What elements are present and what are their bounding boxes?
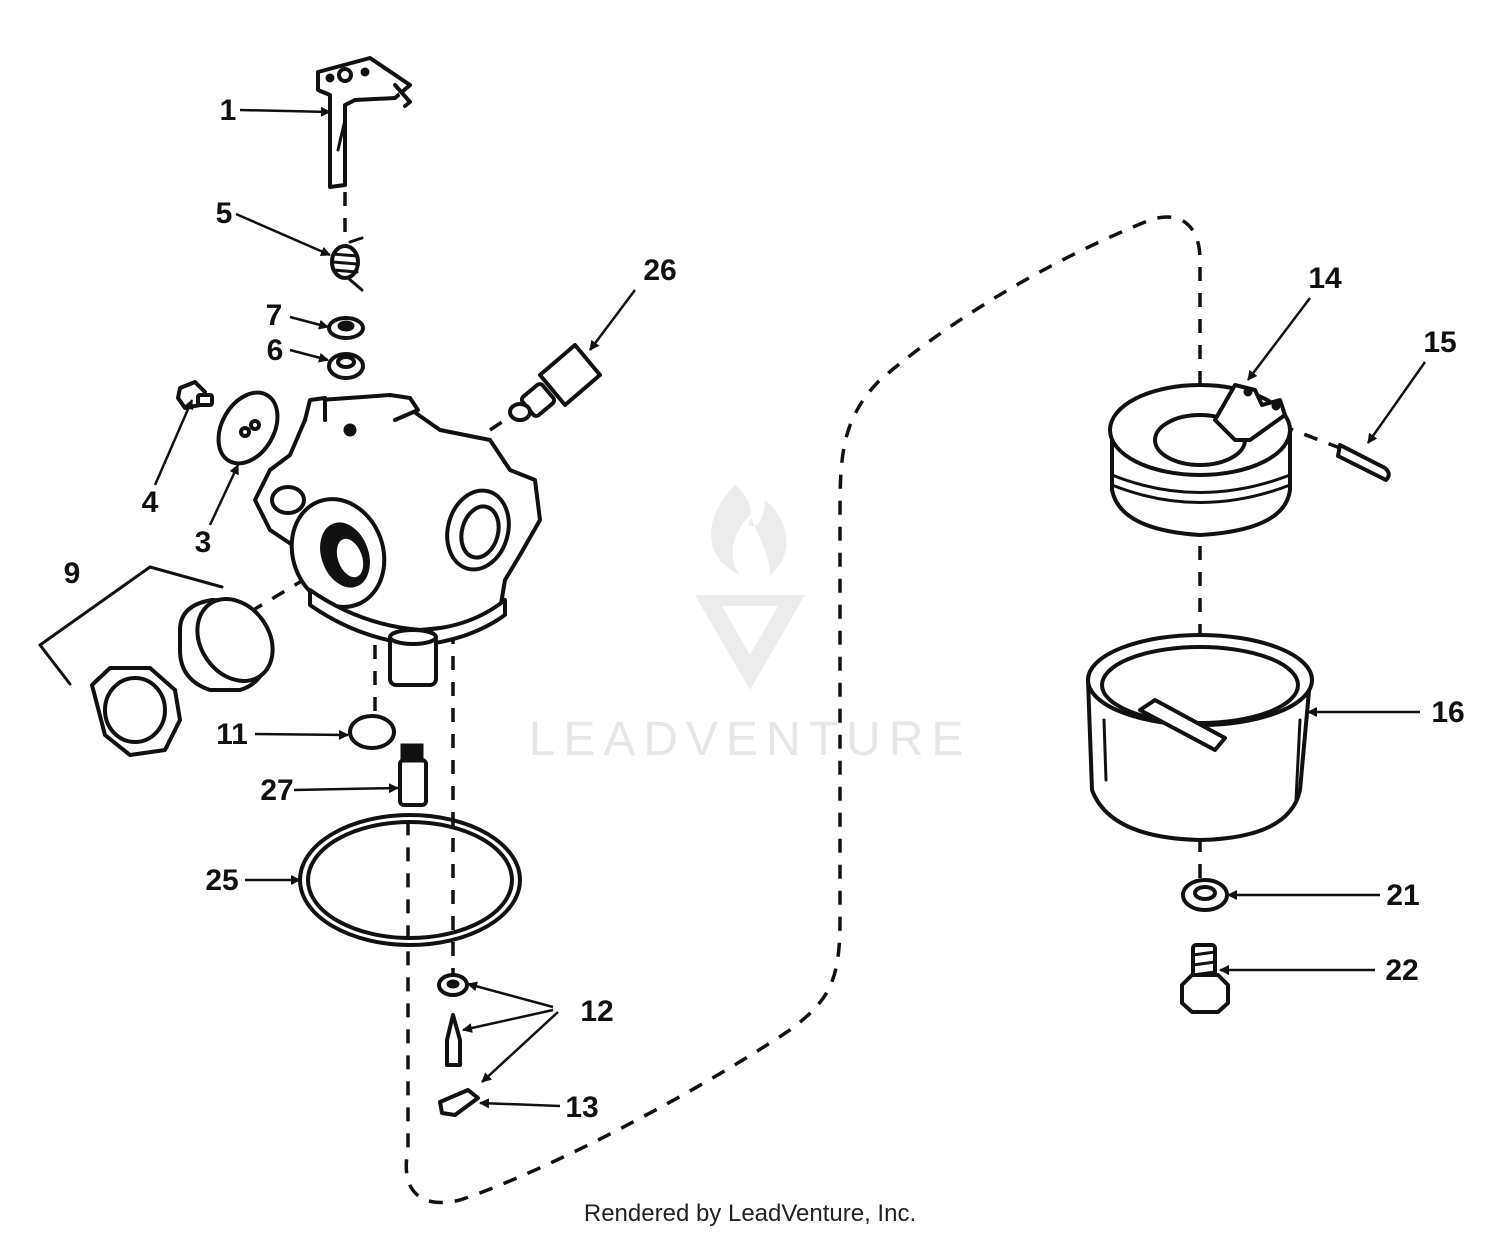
part-3-throttle-plate — [216, 390, 280, 466]
leader-lines — [153, 106, 1427, 1109]
callout-15: 15 — [1423, 326, 1456, 359]
watermark-text: LEADVENTURE — [529, 713, 972, 766]
callout-labels: 1 5 26 7 6 4 3 9 11 27 25 12 13 14 15 16… — [64, 94, 1465, 1124]
watermark-v-logo-icon — [695, 595, 805, 690]
callout-13: 13 — [565, 1091, 598, 1124]
footer-credit: Rendered by LeadVenture, Inc. — [583, 1200, 917, 1227]
part-6-seal — [327, 352, 365, 380]
part-15-hinge-pin — [1336, 443, 1391, 482]
callout-5: 5 — [216, 197, 233, 230]
part-9-primer-bulb — [38, 565, 275, 757]
part-27-jet — [398, 743, 428, 807]
callout-9: 9 — [64, 557, 81, 590]
part-4-screw — [176, 380, 214, 410]
part-5-spring — [330, 236, 364, 292]
callout-25: 25 — [205, 864, 238, 897]
callout-26: 26 — [643, 254, 676, 287]
part-22-bowl-screw — [1180, 943, 1230, 1014]
watermark-flame-icon — [711, 485, 787, 575]
callout-1: 1 — [220, 94, 237, 127]
part-12-needle-assembly — [437, 973, 469, 1067]
callout-6: 6 — [267, 334, 284, 367]
part-21-washer — [1181, 878, 1229, 912]
part-carburetor-body — [253, 393, 542, 687]
callout-11: 11 — [216, 718, 248, 751]
part-16-float-bowl — [1086, 633, 1314, 842]
part-7-washer — [327, 316, 365, 340]
assembly-dashed-path — [404, 215, 1202, 1205]
callout-12: 12 — [580, 995, 613, 1028]
callout-14: 14 — [1308, 262, 1342, 295]
part-14-float — [1108, 383, 1292, 537]
callout-7: 7 — [266, 299, 283, 332]
callout-21: 21 — [1386, 879, 1419, 912]
callout-27: 27 — [260, 774, 293, 807]
part-25-gasket-ring — [298, 813, 522, 947]
callout-22: 22 — [1385, 954, 1418, 987]
part-13-clip — [438, 1088, 480, 1117]
watermark: LEADVENTURE — [529, 485, 972, 766]
part-1-throttle-shaft — [316, 56, 412, 189]
callout-4: 4 — [142, 486, 159, 519]
callout-16: 16 — [1431, 696, 1464, 729]
part-26-fuel-inlet — [508, 343, 602, 422]
part-11-welch-plug — [348, 714, 396, 750]
callout-3: 3 — [195, 526, 212, 559]
